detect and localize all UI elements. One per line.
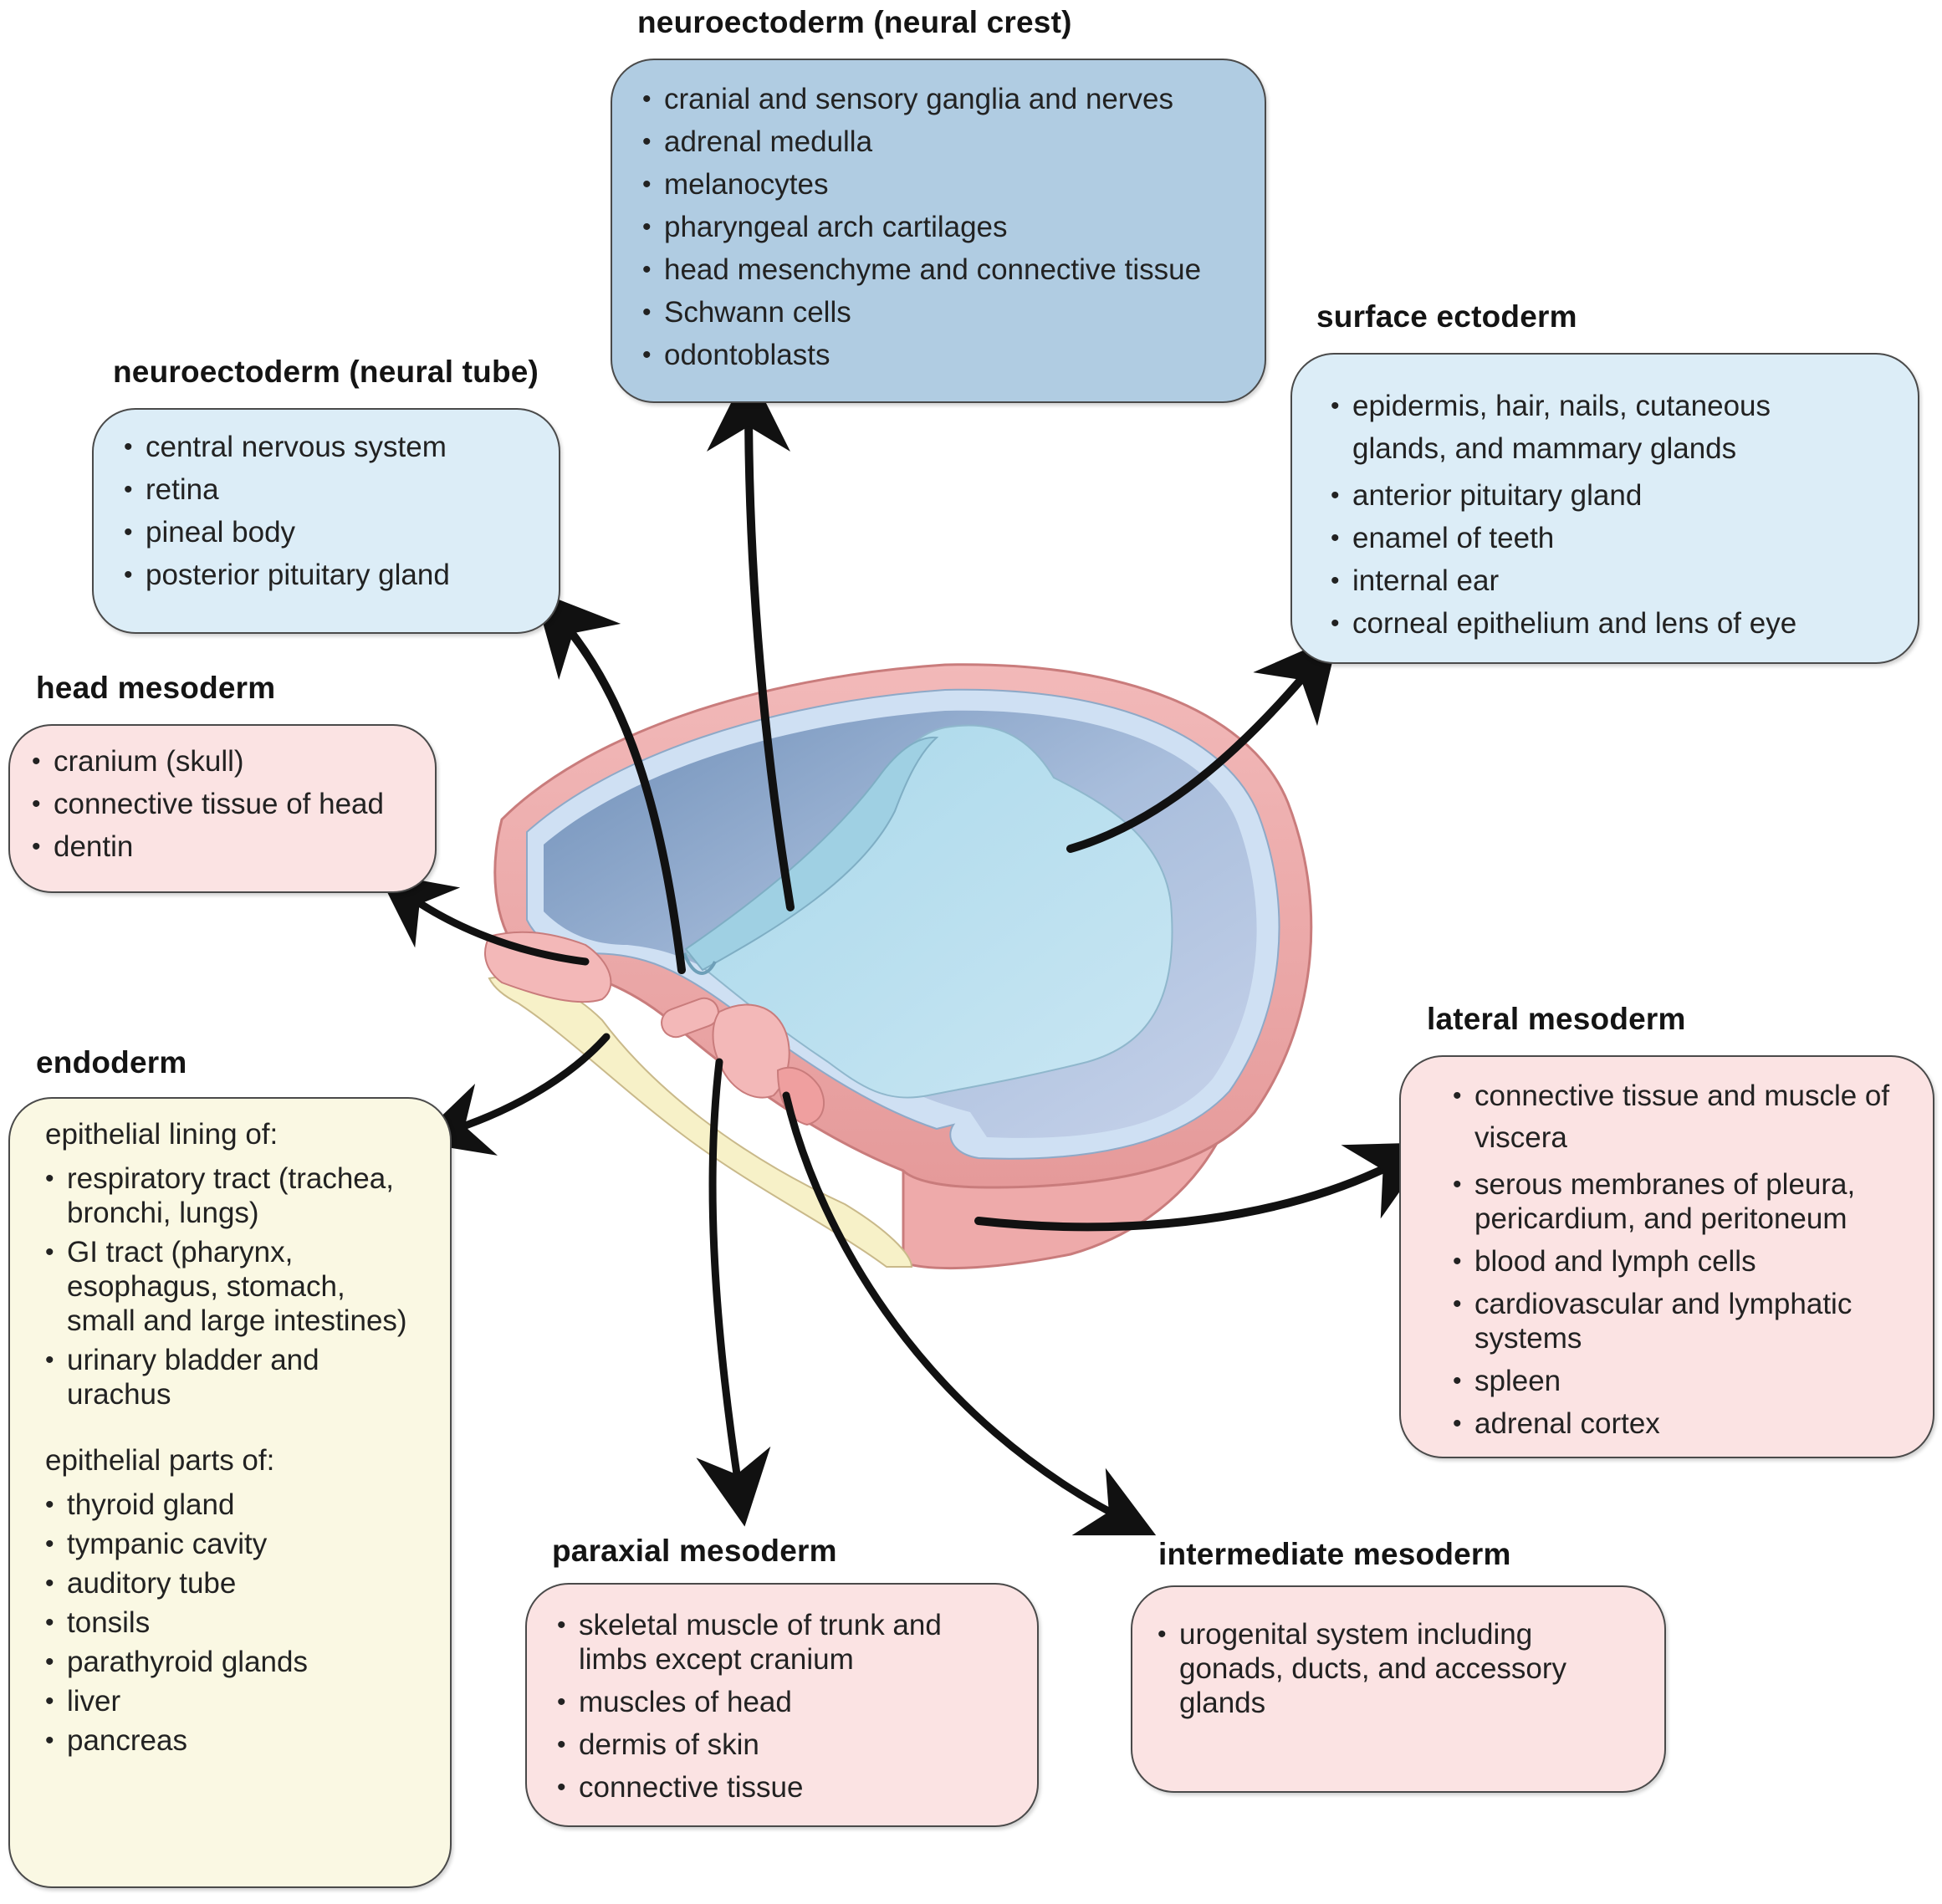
list-item: respiratory tract (trachea, bronchi, lun… (45, 1161, 417, 1230)
list-item: adrenal cortex (1453, 1406, 1899, 1441)
list-item: pancreas (45, 1723, 417, 1758)
list-item: epidermis, hair, nails, cutaneous glands… (1331, 385, 1868, 470)
head-mesoderm-title: head mesoderm (36, 671, 276, 705)
list-item: pharyngeal arch cartilages (642, 210, 1244, 244)
list-item: corneal epithelium and lens of eye (1331, 606, 1868, 641)
list-item: connective tissue (557, 1770, 1004, 1804)
list-item: adrenal medulla (642, 125, 1244, 159)
arrow-surface-ectoderm (1066, 635, 1339, 853)
neural-fold-left (684, 736, 939, 972)
neural-crest-title: neuroectoderm (neural crest) (637, 5, 1072, 39)
surface-ectoderm-box: epidermis, hair, nails, cutaneous glands… (1290, 353, 1919, 664)
arrow-head-mesoderm (377, 872, 590, 966)
intermediate-mesoderm-title: intermediate mesoderm (1158, 1537, 1511, 1571)
list-item: urinary bladder and urachus (45, 1343, 417, 1411)
list-item: serous membranes of pleura, pericardium,… (1453, 1167, 1899, 1236)
lateral-mesoderm-title: lateral mesoderm (1427, 1002, 1686, 1036)
list-item: retina (124, 472, 542, 507)
paraxial-mesoderm-somite (712, 1003, 790, 1099)
list-item: parathyroid glands (45, 1645, 417, 1679)
list-item: muscles of head (557, 1685, 1004, 1719)
endoderm-lining-heading: epithelial lining of: (45, 1118, 279, 1151)
list-item: pineal body (124, 515, 542, 549)
list-item: thyroid gland (45, 1488, 417, 1522)
arrow-lateral-mesoderm (974, 1142, 1435, 1232)
list-item: auditory tube (45, 1566, 417, 1600)
list-item: skeletal muscle of trunk and limbs excep… (557, 1608, 1004, 1677)
list-item: central nervous system (124, 430, 542, 464)
list-item: enamel of teeth (1331, 521, 1868, 555)
list-item: blood and lymph cells (1453, 1244, 1899, 1279)
paraxial-mesoderm-box: skeletal muscle of trunk and limbs excep… (525, 1583, 1039, 1827)
head-mesoderm-box: cranium (skull) connective tissue of hea… (8, 724, 437, 893)
endoderm-title: endoderm (36, 1045, 187, 1080)
arrow-paraxial-mesoderm (696, 1058, 771, 1527)
surface-ectoderm-title: surface ectoderm (1316, 299, 1577, 334)
list-item: head mesenchyme and connective tissue (642, 253, 1244, 287)
neural-tube-box: central nervous system retina pineal bod… (92, 408, 560, 634)
list-item: urogenital system including gonads, duct… (1158, 1617, 1631, 1720)
endoderm-box: epithelial lining of: respiratory tract … (8, 1097, 452, 1888)
list-item: cranium (skull) (32, 744, 422, 778)
notochord (661, 997, 719, 1039)
arrows (377, 368, 1435, 1536)
list-item: posterior pituitary gland (124, 558, 542, 592)
endoderm-parts-heading: epithelial parts of: (45, 1444, 275, 1477)
arrow-endoderm (414, 1033, 611, 1156)
list-item: liver (45, 1684, 417, 1718)
list-item: Schwann cells (642, 295, 1244, 329)
list-item: anterior pituitary gland (1331, 478, 1868, 513)
list-item: dentin (32, 829, 422, 864)
list-item: cardiovascular and lymphatic systems (1453, 1287, 1899, 1355)
list-item: spleen (1453, 1364, 1899, 1398)
paraxial-mesoderm-title: paraxial mesoderm (552, 1534, 837, 1568)
list-item: cranial and sensory ganglia and nerves (642, 82, 1244, 116)
intermediate-mesoderm-box: urogenital system including gonads, duct… (1131, 1585, 1666, 1793)
arrow-neural-crest (707, 368, 795, 911)
list-item: melanocytes (642, 167, 1244, 202)
arrow-intermediate-mesoderm (782, 1091, 1157, 1536)
arrow-neural-tube (534, 590, 686, 974)
list-item: tonsils (45, 1605, 417, 1640)
list-item: odontoblasts (642, 338, 1244, 372)
list-item: connective tissue and muscle of viscera (1453, 1075, 1899, 1159)
list-item: connective tissue of head (32, 787, 422, 821)
lateral-mesoderm-box: connective tissue and muscle of viscera … (1399, 1055, 1934, 1458)
neural-crest-box: cranial and sensory ganglia and nerves a… (611, 59, 1266, 403)
list-item: internal ear (1331, 564, 1868, 598)
neural-tube-title: neuroectoderm (neural tube) (113, 355, 539, 389)
neural-groove (682, 952, 717, 975)
list-item: tympanic cavity (45, 1527, 417, 1561)
list-item: GI tract (pharynx, esophagus, stomach, s… (45, 1235, 417, 1338)
list-item: dermis of skin (557, 1728, 1004, 1762)
